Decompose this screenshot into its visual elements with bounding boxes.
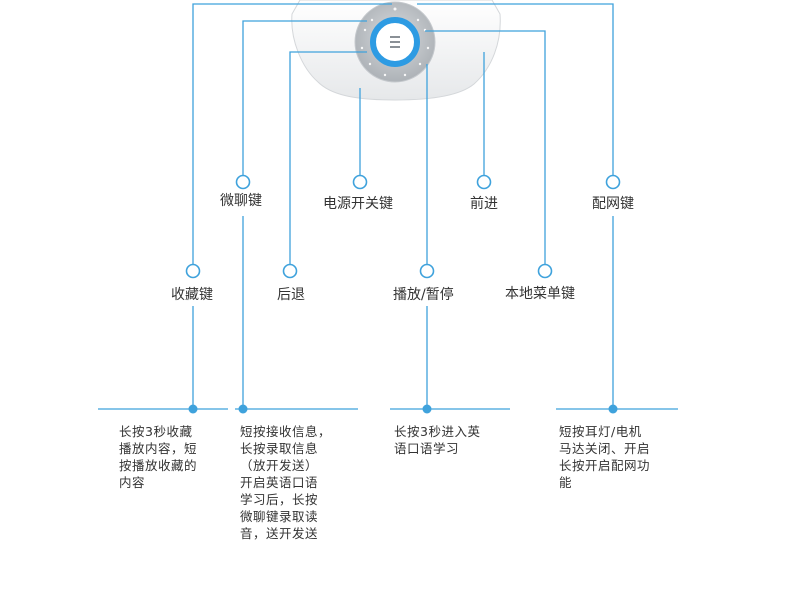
label-wechat: 微聊键	[220, 193, 262, 209]
desc-line: 长按3秒收藏	[119, 424, 193, 439]
node-network	[605, 174, 621, 190]
desc-line: 播放内容，短	[119, 441, 198, 456]
desc-line: 内容	[119, 475, 146, 490]
leader-local-menu	[425, 30, 546, 264]
label-network: 配网键	[592, 196, 634, 212]
node-forward	[476, 174, 492, 190]
desc-line: （放开发送）	[240, 458, 319, 473]
desc-play-pause: 长按3秒进入英 语口语学习	[394, 423, 480, 457]
node-back	[282, 263, 298, 279]
desc-line: 长按录取信息	[240, 441, 319, 456]
desc-line: 音，送开发送	[240, 526, 319, 541]
node-favorite	[185, 263, 201, 279]
dot-play-pause	[422, 404, 432, 414]
node-wechat	[235, 174, 251, 190]
node-play-pause	[419, 263, 435, 279]
label-back: 后退	[277, 287, 305, 303]
desc-line: 开启英语口语	[240, 475, 319, 490]
node-power	[352, 174, 368, 190]
desc-line: 长按3秒进入英	[394, 424, 481, 439]
desc-line: 短按接收信息，	[240, 424, 332, 439]
desc-wechat: 短按接收信息， 长按录取信息 （放开发送） 开启英语口语 学习后，长按 微聊键录…	[240, 423, 331, 542]
dot-favorite	[188, 404, 198, 414]
desc-line: 马达关闭、开启	[559, 441, 651, 456]
ring-dots	[360, 7, 430, 77]
dot-wechat	[238, 404, 248, 414]
label-play-pause: 播放/暂停	[393, 287, 454, 303]
desc-line: 长按开启配网功	[559, 458, 651, 473]
dot-network	[608, 404, 618, 414]
desc-network: 短按耳灯/电机 马达关闭、开启 长按开启配网功 能	[559, 423, 650, 491]
leader-favorite	[192, 3, 392, 264]
leader-back	[289, 51, 367, 264]
device	[291, 0, 501, 101]
leader-wechat	[242, 20, 367, 175]
menu-icon	[390, 36, 400, 48]
node-local-menu	[537, 263, 553, 279]
desc-line: 能	[559, 475, 573, 490]
desc-line: 学习后，长按	[240, 492, 319, 507]
desc-line: 按播放收藏的	[119, 458, 198, 473]
label-local-menu: 本地菜单键	[505, 286, 575, 302]
leader-network	[417, 3, 614, 175]
desc-favorite: 长按3秒收藏 播放内容，短 按播放收藏的 内容	[119, 423, 197, 491]
label-power: 电源开关键	[323, 196, 393, 212]
desc-line: 语口语学习	[394, 441, 460, 456]
desc-line: 短按耳灯/电机	[559, 424, 642, 439]
label-favorite: 收藏键	[171, 287, 213, 303]
desc-line: 微聊键录取读	[240, 509, 319, 524]
label-forward: 前进	[470, 196, 498, 212]
